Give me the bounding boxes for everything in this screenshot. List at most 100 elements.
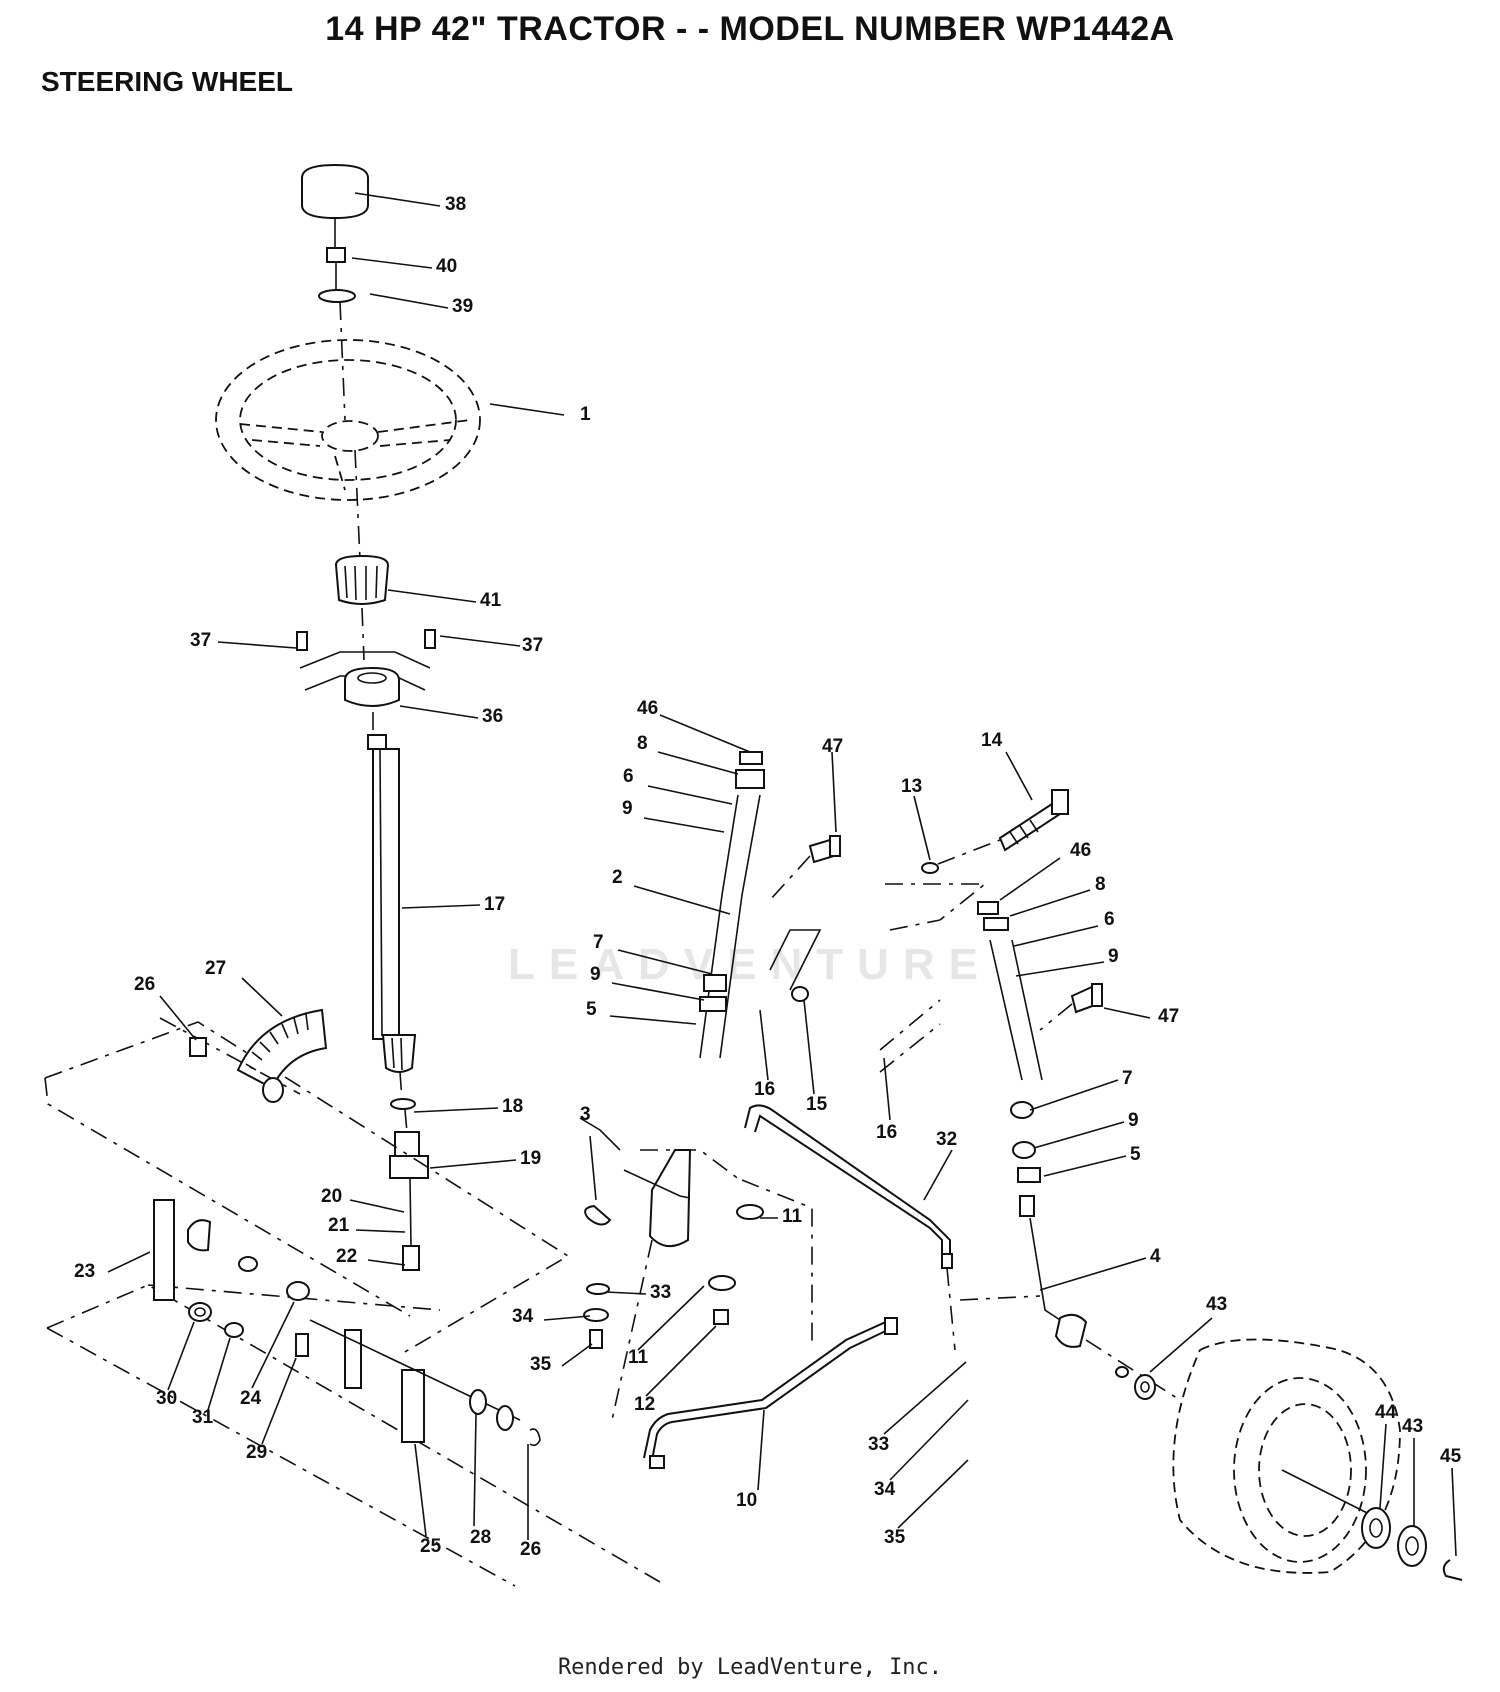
callout-c35b: 35 xyxy=(884,1459,969,1548)
callout-leader-line xyxy=(889,1399,969,1481)
callout-label: 34 xyxy=(512,1306,534,1327)
axle-bolt xyxy=(921,789,1069,874)
callout-label: 18 xyxy=(502,1096,523,1117)
callout-label: 7 xyxy=(593,932,604,953)
callout-c31: 31 xyxy=(192,1337,231,1428)
axle-link-bracket xyxy=(579,1117,741,1199)
callout-label: 6 xyxy=(1104,909,1115,930)
callout-c5b: 5 xyxy=(1043,1144,1141,1177)
callout-label: 32 xyxy=(936,1129,957,1150)
callout-c2: 2 xyxy=(612,867,731,915)
callout-leader-line xyxy=(1103,1007,1151,1019)
callout-c7a: 7 xyxy=(593,932,713,975)
callout-leader-line xyxy=(369,293,449,309)
callout-leader-line xyxy=(897,1459,969,1529)
callout-label: 31 xyxy=(192,1407,214,1428)
callout-label: 11 xyxy=(782,1206,803,1227)
callout-c19: 19 xyxy=(429,1148,541,1169)
spindle-left-stem xyxy=(769,929,822,991)
callout-label: 14 xyxy=(981,730,1003,751)
callout-leader-line xyxy=(659,714,751,753)
callout-label: 19 xyxy=(520,1148,541,1169)
callout-c11b: 11 xyxy=(628,1285,705,1368)
pivot-washer xyxy=(188,1302,212,1322)
callout-c9d: 9 xyxy=(1033,1110,1139,1149)
callout-label: 1 xyxy=(580,404,591,425)
callout-label: 33 xyxy=(868,1434,889,1455)
callout-c6a: 6 xyxy=(623,766,733,805)
callout-leader-line xyxy=(1043,1155,1127,1177)
callout-c9a: 9 xyxy=(622,798,725,833)
callout-c47b: 47 xyxy=(1103,1006,1179,1027)
callout-c36: 36 xyxy=(399,705,503,727)
callout-label: 5 xyxy=(586,999,597,1020)
callout-leader-line xyxy=(349,1199,405,1213)
callout-c25: 25 xyxy=(414,1443,442,1557)
wheel-washer-outer xyxy=(1361,1507,1427,1567)
callout-label: 9 xyxy=(1128,1110,1139,1131)
pivot-shaft-washers xyxy=(469,1389,541,1447)
callout-leader-line xyxy=(399,705,479,719)
callout-leader-line xyxy=(561,1343,593,1367)
callout-label: 11 xyxy=(628,1347,649,1368)
callout-c17: 17 xyxy=(401,894,505,915)
callout-leader-line xyxy=(1379,1423,1387,1509)
spindle-right xyxy=(959,901,1181,1401)
steering-washer xyxy=(318,289,356,421)
callout-label: 2 xyxy=(612,867,623,888)
callout-c30: 30 xyxy=(156,1321,195,1409)
steering-nut xyxy=(326,247,346,290)
callout-leader-line xyxy=(803,999,815,1095)
callout-leader-line xyxy=(883,1361,967,1435)
callout-label: 25 xyxy=(420,1536,442,1557)
callout-c24: 24 xyxy=(240,1301,295,1409)
callout-label: 29 xyxy=(246,1442,267,1463)
callout-c41: 41 xyxy=(387,589,502,611)
callout-label: 41 xyxy=(480,590,502,611)
callout-label: 17 xyxy=(484,894,505,915)
callout-leader-line xyxy=(543,1315,591,1321)
callout-label: 43 xyxy=(1206,1294,1227,1315)
callout-label: 30 xyxy=(156,1388,177,1409)
callout-c12: 12 xyxy=(634,1325,717,1415)
callout-label: 46 xyxy=(1070,840,1091,861)
steering-bushing xyxy=(344,666,400,735)
callout-leader-line xyxy=(913,795,931,861)
callout-c9c: 9 xyxy=(1015,946,1119,977)
callout-leader-line xyxy=(647,785,733,805)
callout-label: 5 xyxy=(1130,1144,1141,1165)
callout-c46a: 46 xyxy=(637,698,751,753)
callout-c20: 20 xyxy=(321,1186,405,1213)
callout-leader-line xyxy=(489,403,565,416)
callout-label: 13 xyxy=(901,776,922,797)
callout-c8b: 8 xyxy=(1009,874,1106,917)
callout-leader-line xyxy=(1451,1467,1457,1557)
callout-leader-line xyxy=(1039,1257,1147,1291)
callout-c34b: 34 xyxy=(874,1399,969,1500)
callout-label: 35 xyxy=(530,1354,552,1375)
callout-label: 4 xyxy=(1150,1246,1161,1267)
callout-label: 37 xyxy=(522,635,543,656)
callout-label: 38 xyxy=(445,194,466,215)
callout-leader-line xyxy=(1033,1121,1125,1149)
callout-leader-line xyxy=(351,257,433,269)
shaft-washer xyxy=(390,1098,416,1133)
frame-plate xyxy=(44,1021,661,1587)
callout-leader-line xyxy=(439,635,521,647)
callout-label: 10 xyxy=(736,1490,757,1511)
callout-label: 44 xyxy=(1375,1402,1397,1423)
callout-label: 9 xyxy=(622,798,633,819)
section-title: STEERING WHEEL xyxy=(41,66,294,97)
callout-leader-line xyxy=(1029,1079,1119,1111)
callout-c38: 38 xyxy=(354,192,466,215)
callout-leader-line xyxy=(645,1325,717,1397)
callout-leader-line xyxy=(167,1321,195,1391)
callout-label: 12 xyxy=(634,1394,655,1415)
callout-leader-line xyxy=(637,1285,705,1351)
callout-c23: 23 xyxy=(74,1251,151,1282)
callout-label: 21 xyxy=(328,1215,350,1236)
callout-c4: 4 xyxy=(1039,1246,1161,1291)
callout-c11a: 11 xyxy=(760,1206,803,1227)
callout-c34a: 34 xyxy=(512,1306,591,1327)
callout-leader-line xyxy=(107,1251,151,1273)
